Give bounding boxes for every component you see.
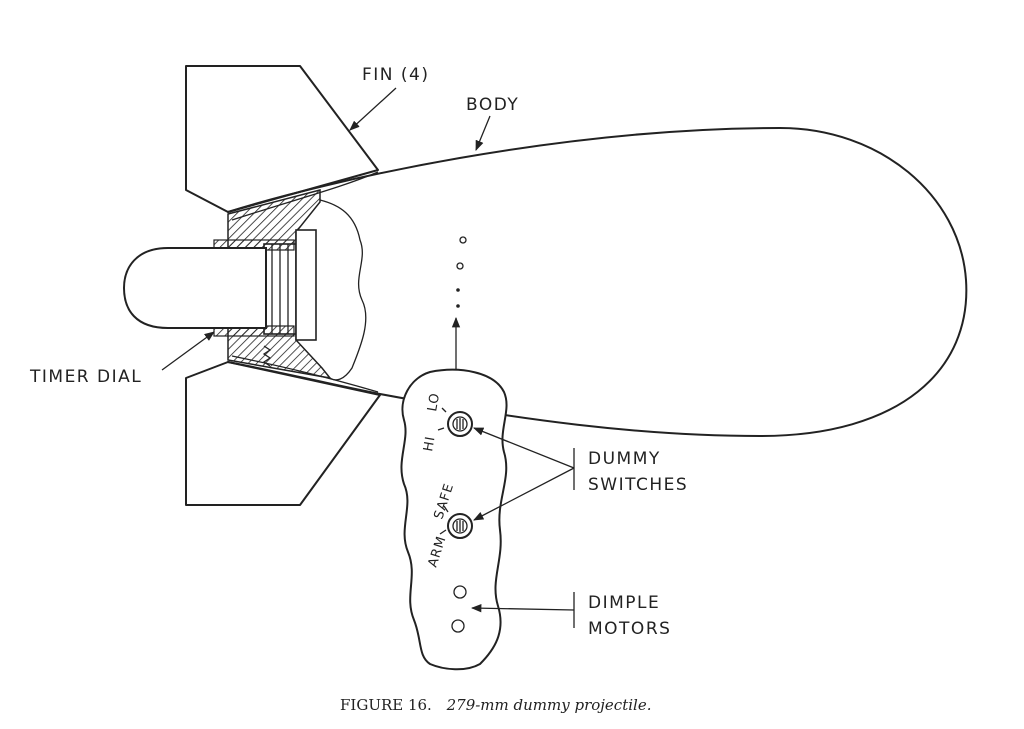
projectile-body <box>227 127 968 437</box>
label-dummy-switches-line1: DUMMY <box>588 449 661 469</box>
figure-caption: FIGURE 16. 279-mm dummy projectile. <box>340 696 651 714</box>
interior-dot-1 <box>456 288 460 292</box>
cutaway-edge <box>319 199 367 381</box>
label-dummy-switches-line2: SWITCHES <box>588 475 688 495</box>
interior-mark-2 <box>456 262 464 270</box>
label-timer-dial: TIMER DIAL <box>29 367 142 387</box>
figure-caption-prefix: FIGURE 16. <box>340 696 432 714</box>
lower-fin <box>185 361 381 506</box>
dimple-motor-1 <box>453 585 467 599</box>
dummy-switches-arrow-1 <box>473 427 575 469</box>
housing-spring <box>262 345 272 367</box>
label-body: BODY <box>466 95 519 115</box>
label-fin: FIN (4) <box>362 65 430 85</box>
timer-dial-leader <box>161 331 215 371</box>
dummy-switches-arrow-2 <box>473 467 575 521</box>
label-dimple-motors-line1: DIMPLE <box>588 593 660 613</box>
label-dimple-motors-line2: MOTORS <box>588 619 671 639</box>
interior-mark-1 <box>459 236 467 244</box>
figure-caption-text: 279-mm dummy projectile. <box>446 696 652 714</box>
interior-dot-2 <box>456 304 460 308</box>
switch-label-hi: HI <box>421 435 438 453</box>
dimple-motors-arrow <box>470 604 575 613</box>
timer-dial-cap <box>122 247 267 329</box>
upper-fin <box>185 65 379 213</box>
timer-plate <box>295 229 317 341</box>
body-leader <box>475 115 491 151</box>
dimple-motor-2 <box>451 619 465 633</box>
switch-label-lo: LO <box>425 391 443 412</box>
fin-leader <box>349 87 397 131</box>
